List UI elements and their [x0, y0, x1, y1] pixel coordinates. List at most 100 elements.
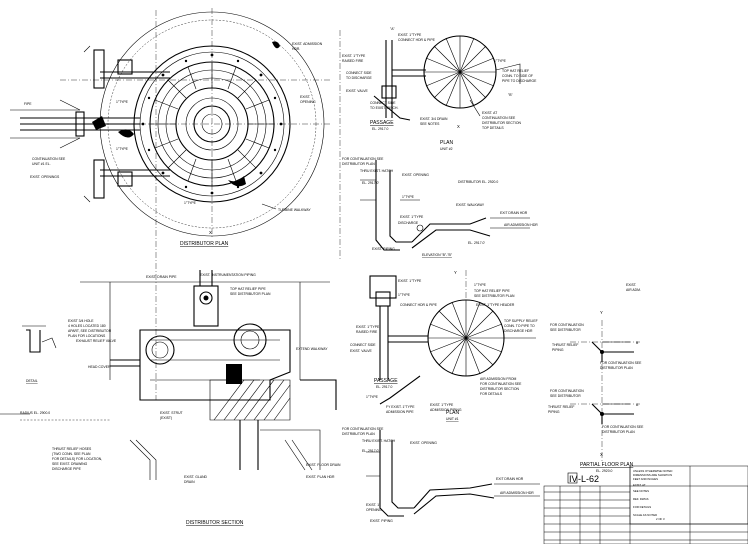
distributor-plan-title: DISTRIBUTOR PLAN: [180, 241, 229, 247]
svg-text:EXTEND WALKWAY: EXTEND WALKWAY: [296, 347, 328, 351]
svg-text:SEE DISTRIBUTOR: SEE DISTRIBUTOR: [550, 328, 581, 332]
svg-text:2 OF 3: 2 OF 3: [656, 517, 665, 521]
svg-text:RAISED FIRE: RAISED FIRE: [342, 59, 364, 63]
svg-text:EXIST. PIPING: EXIST. PIPING: [372, 247, 395, 251]
passage-upper-title: PASSAGE: [370, 120, 394, 126]
distributor-el-label: DISTRIBUTOR EL. 2920.0: [458, 180, 498, 184]
svg-text:DISTRIBUTOR PLAN: DISTRIBUTOR PLAN: [342, 162, 375, 166]
svg-text:EXIST. INSTRUMENTATION PIPING: EXIST. INSTRUMENTATION PIPING: [200, 273, 256, 277]
svg-text:RAISED FIRE: RAISED FIRE: [356, 330, 378, 334]
exhaust-relief-valve-label: EXHAUST RELIEF VALVE: [76, 339, 117, 343]
head-cover-label: HEAD COVER: [88, 365, 111, 369]
svg-text:THRUST RELIEF: THRUST RELIEF: [552, 343, 579, 347]
svg-text:AIR ADM.: AIR ADM.: [626, 288, 641, 292]
svg-text:CONNECT SIDE: CONNECT SIDE: [346, 71, 372, 75]
svg-text:EL. 2917.0': EL. 2917.0': [362, 449, 379, 453]
svg-text:OPENING: OPENING: [366, 508, 382, 512]
svg-text:CONN. TO PIPE TO: CONN. TO PIPE TO: [504, 324, 535, 328]
distributor-section-view: EXIST. DRAIN PIPE EXIST. INSTRUMENTATION…: [20, 270, 341, 526]
drawing-number: IV -L-62: [567, 472, 599, 484]
svg-text:PIPING: PIPING: [548, 410, 560, 414]
plan-unit-1-title: PLAN: [446, 410, 459, 416]
svg-text:CONTINUATION SEE: CONTINUATION SEE: [32, 157, 66, 161]
svg-text:EXIST. 1"TYPE: EXIST. 1"TYPE: [342, 54, 366, 58]
svg-text:EXIST. VALVE: EXIST. VALVE: [350, 349, 372, 353]
svg-text:TOP HAT RELIEF PIPE: TOP HAT RELIEF PIPE: [230, 287, 266, 291]
svg-text:EXIST. 1"TYPE: EXIST. 1"TYPE: [398, 33, 422, 37]
svg-text:CONNECT SIDE: CONNECT SIDE: [350, 343, 376, 347]
svg-text:EXIST. DRAIN PIPE: EXIST. DRAIN PIPE: [146, 275, 177, 279]
svg-text:EXIST. PIPING: EXIST. PIPING: [370, 519, 393, 523]
svg-text:CONN. TO SIDE OF: CONN. TO SIDE OF: [502, 74, 533, 78]
svg-text:EXIST. 3/4 DRAIN: EXIST. 3/4 DRAIN: [420, 117, 448, 121]
svg-text:DISTRIBUTOR SECTION: DISTRIBUTOR SECTION: [480, 387, 519, 391]
svg-text:1"TYPE: 1"TYPE: [494, 59, 507, 63]
svg-text:TOP HAT RELIEF: TOP HAT RELIEF: [502, 69, 529, 73]
distributor-plan-axis-label: X: [209, 230, 212, 235]
passage-lower-subtitle: EL. 2917.0: [376, 385, 393, 389]
svg-text:PIPE TO DISCHARGE: PIPE TO DISCHARGE: [502, 79, 537, 83]
svg-text:DISCHARGE HDR: DISCHARGE HDR: [504, 329, 533, 333]
svg-text:EL. 2917.0': EL. 2917.0': [468, 241, 485, 245]
svg-text:HDR.: HDR.: [292, 47, 300, 51]
svg-text:EXIST. 1"TYPE: EXIST. 1"TYPE: [400, 215, 424, 219]
svg-text:EXIST. VALVE: EXIST. VALVE: [346, 89, 368, 93]
svg-text:TO EXIST. DISCH.: TO EXIST. DISCH.: [370, 106, 398, 110]
plan-unit-1-axis-label: Y: [454, 270, 457, 275]
air-admission-hdr-lower-label: AIR ADMISSION HDR: [500, 491, 534, 495]
svg-text:TOP SUPPLY RELIEF: TOP SUPPLY RELIEF: [504, 319, 538, 323]
svg-text:UNIT #1 EL.: UNIT #1 EL.: [32, 162, 51, 166]
svg-text:EXIST. WALKWAY: EXIST. WALKWAY: [456, 203, 485, 207]
svg-text:1"TYPE: 1"TYPE: [116, 147, 129, 151]
svg-text:CONNECT SIDE: CONNECT SIDE: [370, 101, 396, 105]
exit-drain-hdr-label: EXIT DRAIN HDR: [500, 211, 528, 215]
elevation-bb-view: FOR CONTINUATION SEE DISTRIBUTOR PLAN TH…: [342, 157, 538, 257]
exit-drain-hdr-lower-label: EXIT DRAIN HDR: [496, 477, 524, 481]
plan-unit-2-subtitle: UNIT #2: [440, 147, 453, 151]
svg-text:FOR CONTINUATION: FOR CONTINUATION: [550, 389, 584, 393]
svg-text:EXIST. GLAND: EXIST. GLAND: [184, 475, 208, 479]
svg-text:(TWO CONN. SEE PLAN: (TWO CONN. SEE PLAN: [52, 452, 91, 456]
elevation-bb-title: ELEVATION "B"-"B": [422, 253, 453, 257]
svg-text:1"TYPE: 1"TYPE: [398, 293, 411, 297]
svg-text:REF. DWGS: REF. DWGS: [633, 497, 649, 501]
partial-floor-plan-axis-y: Y: [600, 310, 603, 315]
svg-text:DRAIN: DRAIN: [184, 480, 195, 484]
svg-text:SEE NOTES: SEE NOTES: [633, 489, 649, 493]
svg-text:UNLESS OTHERWISE NOTED: UNLESS OTHERWISE NOTED: [633, 469, 672, 473]
svg-text:FOR CONTINUATION SEE: FOR CONTINUATION SEE: [342, 157, 384, 161]
svg-text:DISCHARGE PIPE: DISCHARGE PIPE: [52, 467, 82, 471]
svg-text:4 HOLES LOCATED 180: 4 HOLES LOCATED 180: [68, 324, 106, 328]
svg-text:EXIST 3/4 HOLE: EXIST 3/4 HOLE: [68, 319, 94, 323]
svg-text:FOR CONTINUATION SEE: FOR CONTINUATION SEE: [480, 382, 522, 386]
svg-text:EXIST. 1": EXIST. 1": [366, 503, 381, 507]
svg-text:EXIST.: EXIST.: [300, 95, 310, 99]
svg-text:SCALE AS NOTED: SCALE AS NOTED: [633, 513, 657, 517]
partial-floor-plan-subtitle: EL. 2920.0: [596, 469, 613, 473]
svg-text:SEE DISTRIBUTOR: SEE DISTRIBUTOR: [550, 394, 581, 398]
svg-text:EXIST. AT: EXIST. AT: [633, 483, 646, 487]
svg-text:FOR DETAILS: FOR DETAILS: [480, 392, 503, 396]
svg-text:SEE DISTRIBUTOR PLAN: SEE DISTRIBUTOR PLAN: [474, 294, 515, 298]
svg-text:DISTRIBUTOR PLAN: DISTRIBUTOR PLAN: [602, 430, 635, 434]
svg-text:THRUST RELIEF: THRUST RELIEF: [548, 405, 575, 409]
svg-text:1"TYPE: 1"TYPE: [474, 283, 487, 287]
svg-text:DISTRIBUTOR PLAN: DISTRIBUTOR PLAN: [342, 432, 375, 436]
svg-text:A: A: [636, 403, 639, 407]
svg-text:EXIST.: EXIST.: [626, 283, 636, 287]
svg-text:APART, SEE DISTRIBUTOR: APART, SEE DISTRIBUTOR: [68, 329, 112, 333]
partial-floor-plan-title: PARTIAL FLOOR PLAN: [580, 462, 634, 468]
svg-text:EXIST. PLAN HDR: EXIST. PLAN HDR: [306, 475, 335, 479]
partial-floor-plan-axis-x: X: [600, 452, 603, 457]
detail-view: DETAIL: [22, 325, 57, 383]
svg-text:EL. 2917.0': EL. 2917.0': [362, 181, 379, 185]
svg-text:CONNECT HDR & PIPE: CONNECT HDR & PIPE: [398, 38, 436, 42]
svg-text:CONNECT HDR & PIPE: CONNECT HDR & PIPE: [400, 303, 438, 307]
svg-text:EXIST. 1"TYPE: EXIST. 1"TYPE: [356, 325, 380, 329]
svg-text:OPENING: OPENING: [300, 100, 316, 104]
svg-text:FIPE: FIPE: [24, 102, 32, 106]
svg-text:EXIST. STRUT: EXIST. STRUT: [160, 411, 183, 415]
svg-text:RADIUS EL. 2900.0: RADIUS EL. 2900.0: [20, 411, 50, 415]
svg-text:DIMENSIONS ARE SHOWN IN: DIMENSIONS ARE SHOWN IN: [633, 473, 672, 477]
